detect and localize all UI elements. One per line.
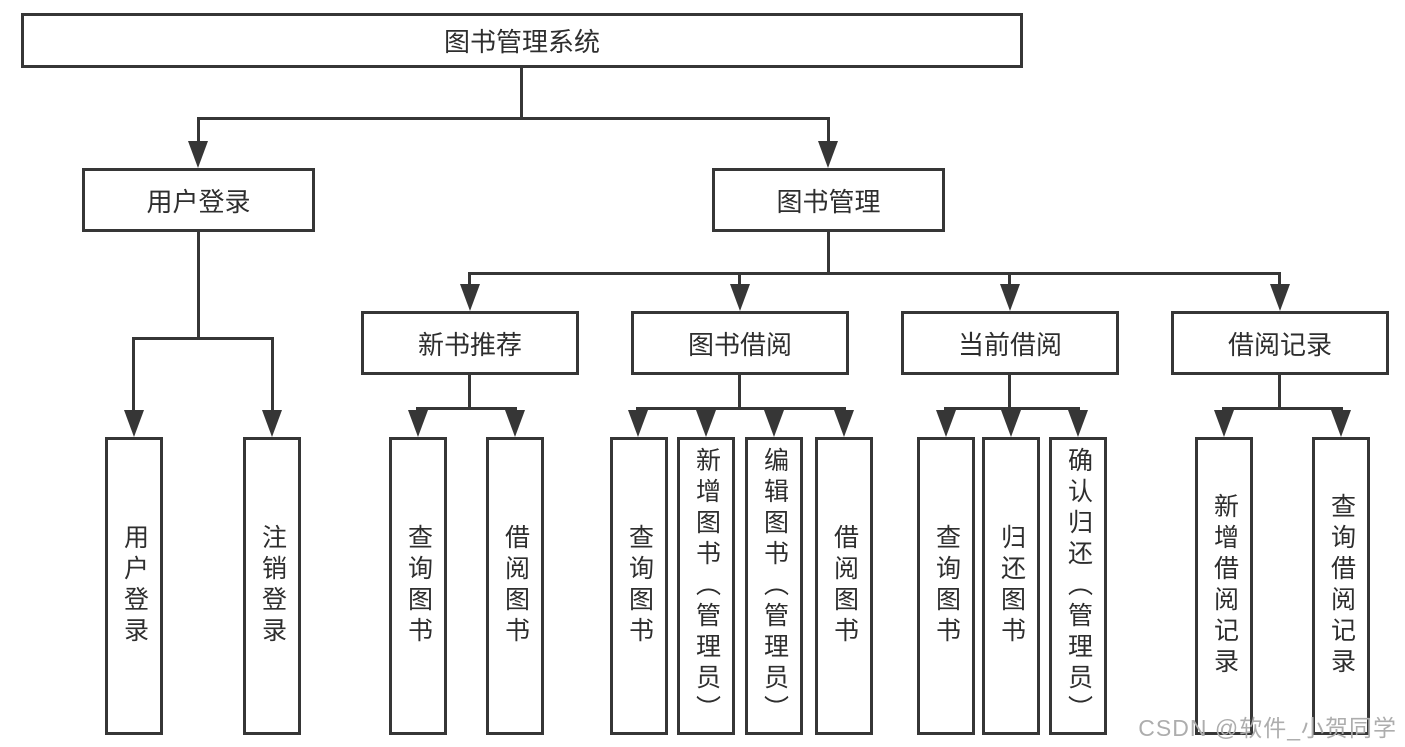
arrowhead-icon — [1001, 410, 1021, 437]
arrowhead-icon — [124, 410, 144, 437]
connector-newbooks-stem — [468, 375, 471, 407]
leaf-borrow-edit-books: 编辑图书（管理员） — [745, 437, 803, 735]
arrowhead-icon — [1068, 410, 1088, 437]
node-borrow-records: 借阅记录 — [1171, 311, 1389, 375]
connector-borrowrecords-bar — [1222, 407, 1343, 410]
leaf-label: 编辑图书（管理员） — [760, 446, 789, 726]
node-current-borrow: 当前借阅 — [901, 311, 1119, 375]
leaf-newbooks-query-books: 查询图书 — [389, 437, 447, 735]
leaf-label: 新增图书（管理员） — [692, 446, 721, 726]
leaf-user-login: 用户登录 — [105, 437, 163, 735]
node-label: 借阅记录 — [1227, 329, 1332, 360]
leaf-label: 查询图书 — [932, 524, 961, 648]
connector-bookmgmt-bar — [468, 272, 1281, 275]
connector-currentborrow-stem — [1008, 375, 1011, 407]
arrowhead-icon — [1000, 284, 1020, 311]
leaf-label: 查询图书 — [625, 524, 654, 648]
connector-bookmgmt-drop-3 — [1008, 275, 1011, 284]
leaf-records-add-record: 新增借阅记录 — [1195, 437, 1253, 735]
connector-root-bar — [197, 117, 830, 120]
arrowhead-icon — [936, 410, 956, 437]
leaf-borrow-query-books: 查询图书 — [610, 437, 668, 735]
connector-bookmgmt-drop-4 — [1278, 275, 1281, 284]
node-label: 图书借阅 — [687, 329, 792, 360]
arrowhead-icon — [818, 141, 838, 168]
leaf-label: 注销登录 — [258, 524, 287, 648]
leaf-label: 查询图书 — [404, 524, 433, 648]
node-label: 图书管理系统 — [443, 27, 600, 57]
leaf-label: 确认归还（管理员） — [1064, 446, 1093, 726]
leaf-label: 新增借阅记录 — [1210, 493, 1239, 679]
leaf-label: 归还图书 — [997, 524, 1026, 648]
connector-bookmgmt-drop-2 — [738, 275, 741, 284]
leaf-label: 查询借阅记录 — [1327, 493, 1356, 679]
leaf-current-confirm-return: 确认归还（管理员） — [1049, 437, 1107, 735]
leaf-borrow-add-books: 新增图书（管理员） — [677, 437, 735, 735]
arrowhead-icon — [764, 410, 784, 437]
arrowhead-icon — [696, 410, 716, 437]
node-root: 图书管理系统 — [21, 13, 1023, 68]
leaf-records-query-record: 查询借阅记录 — [1312, 437, 1370, 735]
arrowhead-icon — [834, 410, 854, 437]
node-new-books: 新书推荐 — [361, 311, 579, 375]
leaf-borrow-borrow-books: 借阅图书 — [815, 437, 873, 735]
arrowhead-icon — [188, 141, 208, 168]
arrowhead-icon — [1214, 410, 1234, 437]
node-book-borrow: 图书借阅 — [631, 311, 849, 375]
leaf-current-return-books: 归还图书 — [982, 437, 1040, 735]
connector-userlogin-drop-2 — [271, 340, 274, 410]
connector-root-stem — [520, 68, 523, 117]
arrowhead-icon — [408, 410, 428, 437]
arrowhead-icon — [505, 410, 525, 437]
connector-userlogin-drop-1 — [132, 340, 135, 410]
node-user-login: 用户登录 — [82, 168, 315, 232]
connector-currentborrow-bar — [944, 407, 1080, 410]
node-label: 新书推荐 — [417, 329, 522, 360]
connector-userlogin-stem — [197, 232, 200, 337]
leaf-label: 借阅图书 — [830, 524, 859, 648]
node-book-mgmt: 图书管理 — [712, 168, 945, 232]
node-label: 用户登录 — [146, 186, 251, 217]
arrowhead-icon — [628, 410, 648, 437]
leaf-newbooks-borrow-books: 借阅图书 — [486, 437, 544, 735]
arrowhead-icon — [1270, 284, 1290, 311]
connector-userlogin-bar — [132, 337, 274, 340]
leaf-label: 用户登录 — [120, 524, 149, 648]
arrowhead-icon — [1331, 410, 1351, 437]
leaf-label: 借阅图书 — [501, 524, 530, 648]
connector-bookmgmt-drop-1 — [468, 275, 471, 284]
connector-bookborrow-stem — [738, 375, 741, 407]
arrowhead-icon — [460, 284, 480, 311]
connector-root-drop-left — [197, 120, 200, 141]
watermark-text: CSDN @软件_小贺同学 — [1138, 715, 1397, 741]
leaf-logout: 注销登录 — [243, 437, 301, 735]
connector-bookborrow-bar — [636, 407, 846, 410]
connector-newbooks-bar — [416, 407, 517, 410]
node-label: 当前借阅 — [957, 329, 1062, 360]
arrowhead-icon — [730, 284, 750, 311]
connector-root-drop-right — [827, 120, 830, 141]
connector-borrowrecords-stem — [1278, 375, 1281, 407]
arrowhead-icon — [262, 410, 282, 437]
leaf-current-query-books: 查询图书 — [917, 437, 975, 735]
node-label: 图书管理 — [776, 186, 881, 217]
connector-bookmgmt-stem — [827, 232, 830, 272]
